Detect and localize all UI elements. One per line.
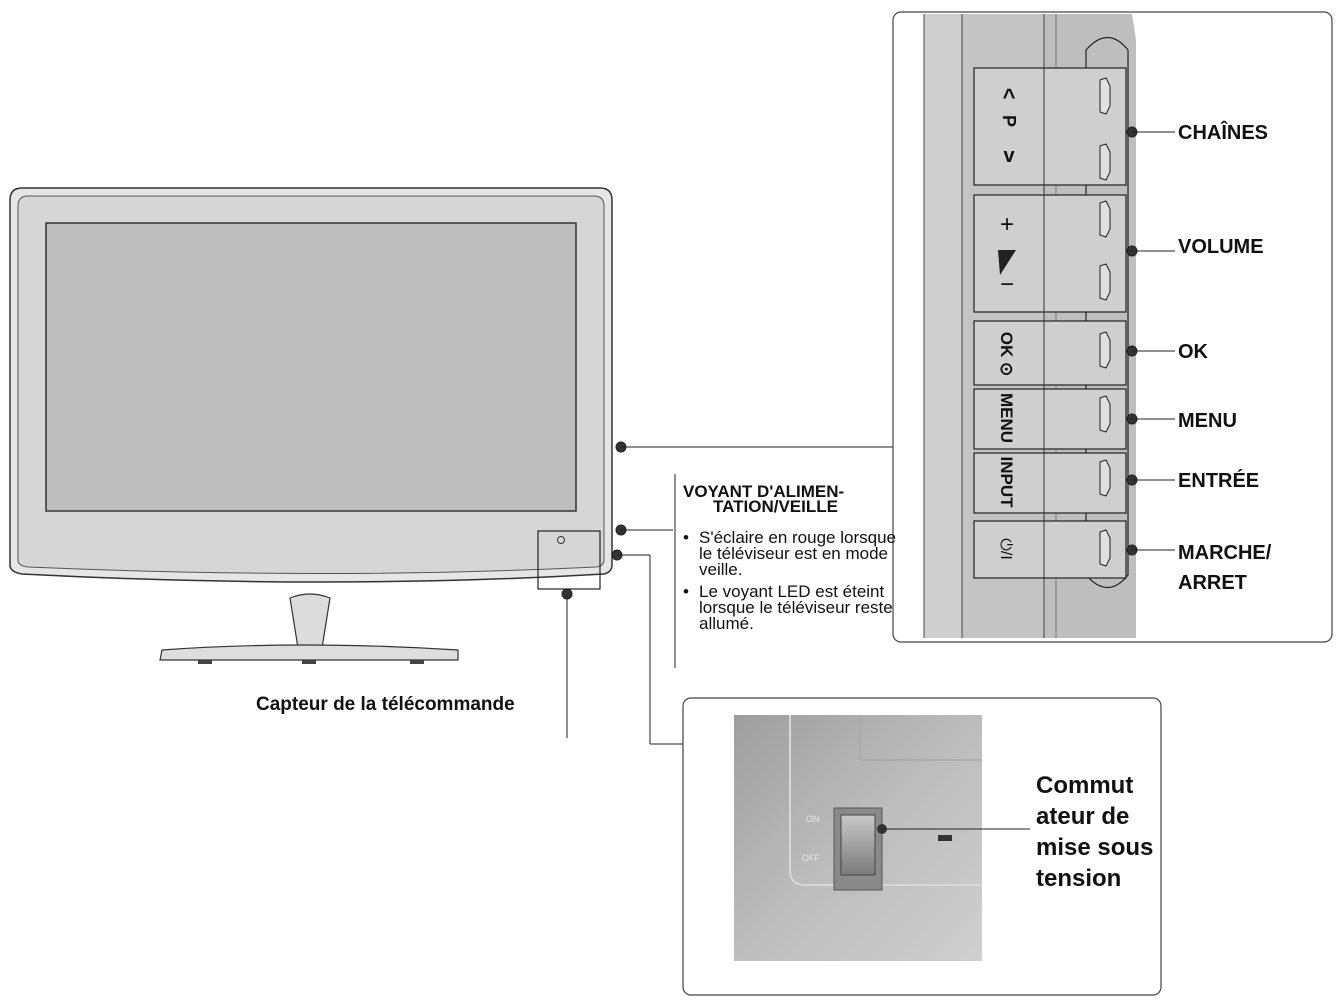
stand-foot-left	[198, 660, 212, 664]
power-led-title: VOYANT D'ALIMEN- TATION/VEILLE	[683, 482, 845, 516]
ok-glyph: OK ⊙	[997, 332, 1016, 376]
power-label: MARCHE/ ARRET	[1178, 541, 1271, 595]
power-led-note-on: Le voyant LED est éteint lorsque le télé…	[683, 583, 898, 632]
ok-label: OK	[1178, 341, 1208, 363]
input-glyph: INPUT	[997, 457, 1016, 509]
menu-label: MENU	[1178, 410, 1237, 432]
power-led-title-line2: TATION/VEILLE	[713, 497, 838, 516]
menu-glyph: MENU	[997, 393, 1016, 443]
power-led-notes: S'éclaire en rouge lorsque le téléviseur…	[683, 529, 898, 638]
power-led-icon	[557, 536, 565, 544]
side-panel: ^ P v + − OK ⊙ MENU INPUT ⏻/I	[892, 11, 1333, 643]
stand-foot-right	[410, 660, 424, 664]
channel-p-glyph: P	[999, 115, 1019, 127]
rocker-switch-icon	[840, 814, 876, 876]
volume-minus-glyph: −	[1000, 271, 1014, 298]
stand-foot-mid	[302, 660, 316, 664]
channels-label: CHAÎNES	[1178, 122, 1269, 144]
power-label-line2: ARRET	[1178, 572, 1247, 594]
volume-label: VOLUME	[1178, 236, 1264, 258]
channel-down-glyph: v	[1003, 145, 1015, 167]
input-label: ENTRÉE	[1178, 470, 1260, 492]
remote-sensor-label: Capteur de la télécommande	[256, 694, 515, 715]
switch-on-text: ON	[806, 814, 820, 824]
channel-up-glyph: ^	[1003, 84, 1016, 109]
power-switch-panel: ON OFF	[682, 697, 1162, 996]
power-led-note-standby: S'éclaire en rouge lorsque le téléviseur…	[683, 529, 898, 578]
power-switch-label: Commut ateur de mise sous tension	[1036, 772, 1154, 892]
tv-screen	[45, 222, 577, 512]
volume-wedge-icon	[998, 250, 1016, 275]
power-glyph: ⏻/I	[997, 538, 1014, 560]
tv-front	[9, 187, 613, 664]
switch-off-text: OFF	[802, 853, 820, 863]
tv-stand-base	[159, 644, 459, 661]
tv-callouts	[561, 441, 893, 745]
volume-plus-glyph: +	[1000, 211, 1014, 238]
power-led-title-line1: VOYANT D'ALIMEN-	[683, 482, 845, 501]
tv-stand-neck	[289, 593, 331, 649]
power-label-line1: MARCHE/	[1178, 542, 1272, 564]
